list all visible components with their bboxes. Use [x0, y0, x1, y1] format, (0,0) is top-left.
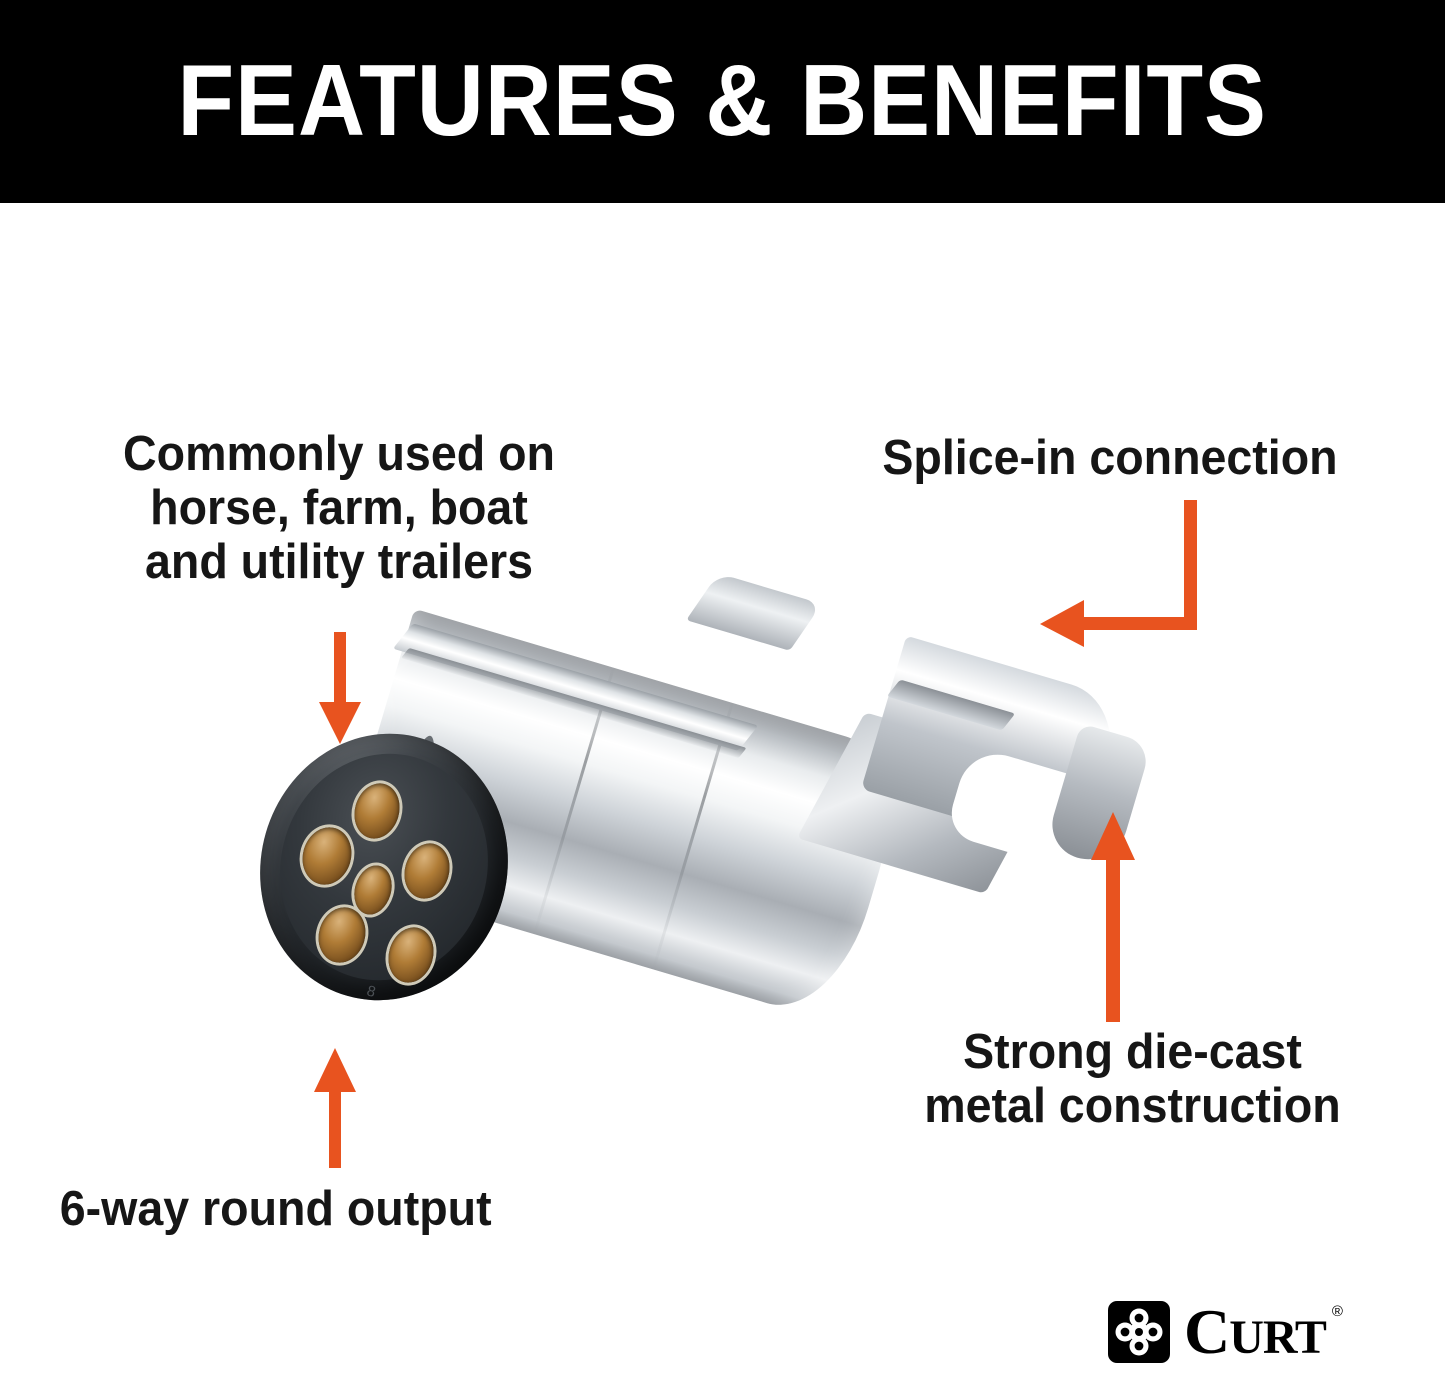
page-title: FEATURES & BENEFITS	[177, 45, 1268, 157]
arrow-down-icon	[319, 632, 361, 744]
curt-wordmark-urt: URT	[1229, 1311, 1327, 1364]
callout-label-usage: Commonly used on horse, farm, boat and u…	[123, 427, 555, 589]
curt-clover-badge-icon	[1108, 1301, 1170, 1363]
callout-label-diecast: Strong die-cast metal construction	[924, 1025, 1341, 1133]
arrow-up-icon	[1091, 812, 1135, 1022]
header-bar: FEATURES & BENEFITS	[0, 0, 1445, 203]
curt-wordmark: CURT®	[1184, 1300, 1343, 1364]
arrow-up-icon	[314, 1048, 356, 1168]
registered-mark: ®	[1331, 1303, 1343, 1320]
curt-wordmark-c: C	[1184, 1296, 1230, 1367]
splice-in-tab	[686, 573, 822, 651]
callout-label-splice: Splice-in connection	[882, 431, 1338, 485]
arrow-elbow-left-icon	[1040, 500, 1197, 647]
curt-logo: CURT®	[1108, 1296, 1408, 1368]
callout-label-output: 6-way round output	[59, 1182, 492, 1236]
